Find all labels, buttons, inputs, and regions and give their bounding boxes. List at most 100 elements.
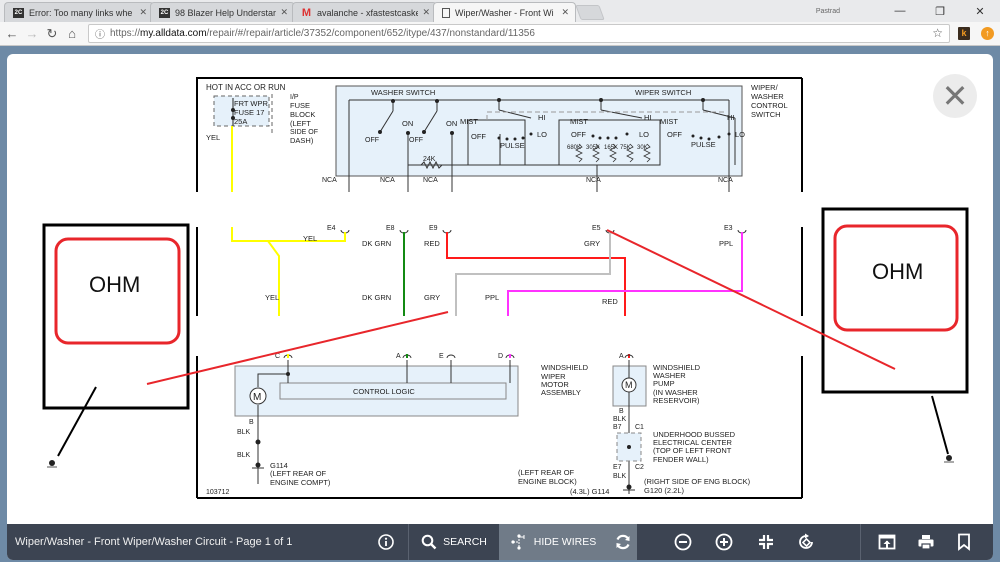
zoom-in-button[interactable] [713, 524, 735, 560]
left-ground-symbol [49, 460, 55, 466]
profile-name[interactable]: Pastrad [815, 7, 840, 15]
wiper-off-1: OFF [471, 132, 486, 141]
bookmark-icon [958, 533, 970, 551]
hide-wires-label: HIDE WIRES [533, 536, 597, 548]
reload-icon[interactable]: ↻ [46, 26, 58, 41]
wiper-mist-2: MIST [570, 117, 588, 126]
pin-a: A [396, 353, 401, 360]
yel-wire-upper [231, 227, 346, 242]
k-extension-icon[interactable]: k [958, 27, 970, 40]
left-black-probe [57, 386, 97, 457]
pump-label-2: WASHER [653, 371, 686, 380]
bussed-label-1: UNDERHOOD BUSSED [653, 430, 736, 439]
bookmark-star-icon[interactable]: ☆ [932, 26, 943, 40]
resistor-30k: 30K [637, 145, 648, 151]
pump-wire-blk: BLK [613, 416, 627, 423]
washer-off-2: OFF [409, 137, 423, 144]
browser-tab[interactable]: 2C Error: Too many links whe ✕ [4, 2, 154, 22]
open-external-button[interactable] [876, 524, 898, 560]
info-button[interactable] [373, 524, 399, 560]
browser-tab[interactable]: M avalanche - xfastestcaske ✕ [292, 2, 437, 22]
zoom-out-button[interactable] [672, 524, 694, 560]
browser-tab-active[interactable]: Wiper/Washer - Front Wi ✕ [433, 2, 576, 22]
ground-note-left-1: (LEFT REAR OF [518, 468, 575, 477]
close-modal-button[interactable]: ✕ [933, 74, 977, 118]
nca-label: NCA [586, 177, 601, 184]
close-icon: ✕ [941, 78, 969, 114]
wiper-pulse-2: PULSE [691, 140, 716, 149]
motor-wire-blk-1: BLK [237, 429, 251, 436]
tab-label: Wiper/Washer - Front Wi [455, 7, 554, 18]
document-icon [442, 7, 450, 18]
new-tab-button[interactable] [575, 5, 605, 20]
washer-switch-title: WASHER SWITCH [371, 88, 435, 97]
nca-label: NCA [423, 177, 438, 184]
control-switch-label-1: WIPER/ [751, 83, 779, 92]
right-red-probe [606, 229, 896, 370]
minimize-icon[interactable]: — [894, 5, 906, 17]
nca-label: NCA [380, 177, 395, 184]
nca-label: NCA [718, 177, 733, 184]
tab-label: avalanche - xfastestcaske [317, 7, 419, 18]
bussed-pin-b7: B7 [613, 424, 622, 431]
print-button[interactable] [915, 524, 937, 560]
resistor-75k: 75K [620, 145, 631, 151]
ppl-wire [507, 232, 743, 316]
bussed-pin-e7: E7 [613, 464, 622, 471]
orange-extension-icon[interactable]: ↑ [981, 27, 994, 40]
fuse-location-5: SIDE OF [290, 129, 318, 136]
wire-label-yel-top: YEL [206, 133, 220, 142]
washer-on-1: ON [402, 119, 413, 128]
pump-label-3: PUMP [653, 379, 675, 388]
wiper-pulse-1: PULSE [500, 141, 525, 150]
forward-icon[interactable]: → [25, 26, 39, 41]
left-meter-body [42, 223, 190, 410]
wire-label-dk-grn: DK GRN [362, 239, 391, 248]
bussed-pin-c1: C1 [635, 424, 644, 431]
open-external-icon [878, 534, 896, 550]
window-close-icon[interactable]: ✕ [975, 5, 985, 18]
tab-close-icon[interactable]: ✕ [139, 7, 147, 17]
hide-wires-section [499, 524, 637, 560]
restore-icon[interactable]: ❐ [935, 5, 945, 18]
wire-label-red: RED [424, 239, 440, 248]
address-bar[interactable]: ⓘ https://my.alldata.com/repair/#/repair… [88, 24, 950, 43]
washer-on-2: ON [446, 119, 457, 128]
wiper-hi-2: HI [644, 113, 652, 122]
ground-note-right-1: (RIGHT SIDE OF ENG BLOCK) [644, 477, 751, 486]
refresh-button[interactable] [611, 524, 635, 560]
info-icon [378, 534, 394, 550]
wire-label-red-2: RED [602, 297, 618, 306]
tab-close-icon[interactable]: ✕ [280, 7, 288, 17]
wiper-lo-1: LO [537, 130, 547, 139]
search-button[interactable]: SEARCH [417, 524, 491, 560]
wiper-off-3: OFF [667, 130, 682, 139]
site-info-icon[interactable]: ⓘ [95, 30, 105, 41]
wire-label-gry-2: GRY [424, 293, 440, 302]
red-wire [446, 232, 626, 316]
browser-tab[interactable]: 2C 98 Blazer Help Understar ✕ [150, 2, 295, 22]
control-switch-label-3: CONTROL [751, 101, 788, 110]
tab-label: Error: Too many links whe [29, 7, 133, 18]
back-icon[interactable]: ← [5, 26, 19, 41]
ground-note-left-3: (4.3L) G114 [570, 487, 609, 496]
tab-label: 98 Blazer Help Understar [175, 7, 277, 18]
viewer-toolbar: Wiper/Washer - Front Wiper/Washer Circui… [7, 524, 993, 560]
rotate-button[interactable] [795, 524, 817, 560]
pin-d: D [498, 353, 503, 360]
fuse-label-3: 25A [234, 117, 247, 126]
wire-label-ppl: PPL [719, 239, 733, 248]
home-icon[interactable]: ⌂ [68, 26, 76, 41]
tab-close-icon[interactable]: ✕ [422, 7, 430, 17]
right-black-probe [931, 395, 949, 455]
resistor-165k: 165K [604, 145, 618, 151]
pump-label-4: (IN WASHER [653, 388, 698, 397]
bussed-wire-blk: BLK [613, 473, 627, 480]
motor-label-3: MOTOR [541, 380, 569, 389]
bookmark-button[interactable] [953, 524, 975, 560]
fit-screen-button[interactable] [755, 524, 777, 560]
2carpros-icon: 2C [159, 7, 170, 18]
hide-wires-button[interactable]: HIDE WIRES [507, 524, 599, 560]
wiper-mist-1: MIST [460, 117, 478, 126]
tab-close-icon[interactable]: ✕ [561, 7, 569, 17]
